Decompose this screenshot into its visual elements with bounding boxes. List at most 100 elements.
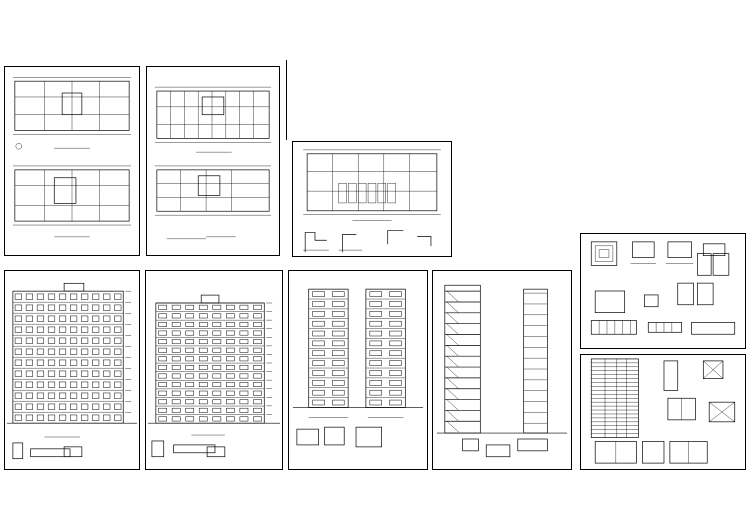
front-facade-window	[58, 359, 67, 366]
sheet-rear-elevation[interactable]	[145, 270, 283, 470]
rear-facade-window	[226, 339, 235, 345]
front-facade-window	[103, 348, 111, 355]
rear-facade-window	[212, 339, 222, 345]
stair-flight	[446, 323, 459, 335]
side-facade-right-window	[369, 340, 382, 347]
front-facade-window	[25, 392, 33, 399]
side-facade-right-window	[369, 301, 382, 307]
front-facade-window	[70, 392, 78, 399]
front-facade-window	[47, 304, 56, 311]
rear-facade-window	[171, 322, 181, 327]
front-facade-window	[25, 414, 33, 421]
front-facade-window	[47, 337, 56, 344]
front-facade-window	[47, 326, 56, 333]
rear-facade-window	[226, 365, 235, 370]
side-elevation-drawing	[292, 288, 424, 448]
rear-facade-window	[198, 416, 208, 422]
side-facade-left-window	[332, 291, 345, 297]
sheet-roof-plan[interactable]	[292, 141, 452, 257]
sheet-door-window-schedule[interactable]	[580, 354, 746, 470]
front-facade-window	[114, 381, 122, 388]
sheet-details[interactable]	[580, 233, 746, 349]
detail-box	[206, 446, 226, 458]
front-facade-window	[114, 326, 122, 333]
rear-facade-window	[185, 313, 195, 319]
front-facade-window	[36, 348, 45, 355]
stair-flight	[446, 377, 459, 389]
front-facade-window	[58, 337, 67, 344]
side-facade-right-window	[369, 360, 382, 366]
front-facade-window	[58, 315, 67, 322]
sheet-side-elevations[interactable]	[288, 270, 428, 470]
front-facade-window	[114, 392, 122, 399]
rear-facade-window	[226, 322, 235, 327]
rear-facade-window	[226, 399, 235, 405]
stair-flight	[446, 366, 459, 379]
rear-facade-window	[171, 407, 181, 413]
front-facade-window	[25, 315, 33, 322]
rear-facade-window	[226, 304, 235, 310]
rear-facade-window	[239, 416, 249, 422]
front-facade-window	[70, 359, 78, 366]
front-facade-window	[14, 359, 22, 366]
sheet-sections[interactable]	[432, 270, 572, 470]
rear-facade-window	[212, 390, 222, 396]
rear-facade-window	[185, 373, 195, 379]
rear-facade-window	[158, 382, 167, 387]
front-facade-window	[70, 381, 78, 388]
rear-facade-window	[185, 356, 195, 362]
rear-facade-window	[185, 382, 195, 387]
front-facade-window	[92, 403, 100, 410]
front-facade-window	[81, 293, 89, 300]
front-facade-window	[25, 326, 33, 333]
rear-facade-window	[239, 373, 249, 379]
rear-facade-window	[171, 313, 181, 319]
rear-facade-window	[212, 356, 222, 362]
front-facade-window	[14, 414, 22, 421]
stair-flight	[446, 290, 459, 303]
rear-facade-window	[212, 304, 222, 310]
detail-box	[63, 446, 83, 458]
rear-facade-window	[253, 365, 262, 370]
rear-facade-window	[198, 390, 208, 396]
rear-elevation-drawing	[147, 294, 281, 458]
detail-box	[12, 442, 24, 460]
floor-plan-drawing-2	[154, 86, 272, 240]
side-facade-left-window	[332, 370, 345, 376]
front-facade-window	[114, 370, 122, 377]
front-facade-window	[58, 304, 67, 311]
sheet-floor-plans-1[interactable]	[4, 66, 140, 256]
sheet-floor-plans-2[interactable]	[146, 66, 280, 256]
front-facade-window	[14, 392, 22, 399]
side-facade-right-window	[389, 399, 402, 406]
front-facade-window	[81, 392, 89, 399]
side-facade-left-window	[312, 370, 325, 376]
front-facade-window	[14, 337, 22, 344]
front-facade-window	[81, 326, 89, 333]
side-facade-right-window	[389, 301, 402, 307]
rear-facade-window	[158, 330, 167, 336]
rear-facade-window	[185, 399, 195, 405]
floor-plan-drawing-1	[12, 77, 132, 238]
front-facade-window	[70, 403, 78, 410]
rear-facade-window	[253, 373, 262, 379]
front-facade-window	[25, 403, 33, 410]
rear-facade-window	[253, 313, 262, 319]
rear-facade-window	[226, 313, 235, 319]
rear-facade-window	[253, 382, 262, 387]
front-facade-window	[36, 370, 45, 377]
front-facade-window	[103, 304, 111, 311]
front-facade-window	[70, 337, 78, 344]
rear-facade-window	[239, 339, 249, 345]
stair-flight	[446, 312, 459, 324]
rear-facade-window	[253, 356, 262, 362]
front-facade-window	[103, 359, 111, 366]
front-facade-window	[14, 370, 22, 377]
rear-facade-window	[239, 382, 249, 387]
sheet-front-elevation[interactable]	[4, 270, 140, 470]
front-facade-window	[58, 326, 67, 333]
front-facade-window	[58, 392, 67, 399]
side-facade-left-window	[332, 320, 345, 327]
rear-facade-window	[185, 339, 195, 345]
rear-facade-window	[158, 304, 167, 310]
